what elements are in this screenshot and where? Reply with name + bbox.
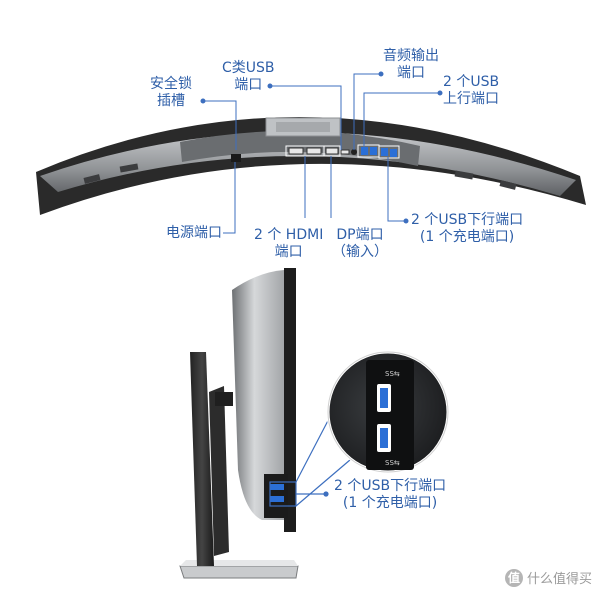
ss-logo-top: SS⇆ xyxy=(385,370,400,378)
hdmi-ports-label: 2 个 HDMI 端口 xyxy=(254,227,323,261)
label-line: (1 个充电端口) xyxy=(419,229,515,245)
label-line: 插槽 xyxy=(157,93,185,109)
usb-upstream-label: 2 个USB 上行端口 xyxy=(443,74,499,108)
monitor-side-view xyxy=(179,268,299,579)
watermark-text: 什么值得买 xyxy=(526,572,592,587)
audio-port-shape xyxy=(351,149,357,155)
usbc-port-shape xyxy=(340,149,350,155)
usb-up-port-shape xyxy=(370,147,377,155)
label-line: 端口 xyxy=(234,77,263,93)
usb-downstream-back-label: 2 个USB下行端口 (1 个充电端口) xyxy=(411,212,523,246)
label-line: 安全锁 xyxy=(150,76,192,92)
hdmi-port-shape xyxy=(288,147,304,155)
power-port-shape xyxy=(231,154,241,162)
watermark-logo-icon: 值 xyxy=(504,568,523,587)
label-line: C类USB xyxy=(222,60,275,76)
usb-up-port-shape xyxy=(361,147,368,155)
label-line: 2 个USB xyxy=(443,74,500,90)
dp-port-shape xyxy=(325,147,339,155)
leader-lines-top xyxy=(200,71,443,234)
usb-down-port-shape xyxy=(381,148,388,156)
label-line: 端口 xyxy=(397,65,425,81)
label-line: 上行端口 xyxy=(443,91,500,107)
label-line: 2 个USB下行端口 xyxy=(411,212,524,228)
label-line: 2 个 HDMI xyxy=(254,227,324,243)
security-slot-label: 安全锁 插槽 xyxy=(150,76,192,110)
curved-monitor-back xyxy=(36,116,586,215)
usb-zoom-circle: SS⇆ SS⇆ xyxy=(326,350,450,474)
label-line: 音频输出 xyxy=(383,48,439,64)
watermark: 值 什么值得买 xyxy=(504,568,592,587)
usbc-port-label: C类USB 端口 xyxy=(222,60,275,94)
hdmi-port-shape xyxy=(306,147,322,155)
label-line: 端口 xyxy=(274,244,303,260)
power-port-label: 电源端口 xyxy=(166,225,222,241)
label-line: 2 个USB下行端口 xyxy=(334,478,447,494)
audio-out-label: 音频输出 端口 xyxy=(383,48,439,82)
usb-downstream-side-label: 2 个USB下行端口 (1 个充电端口) xyxy=(334,478,446,512)
dp-port-label: DP端口 （输入） xyxy=(332,227,388,261)
label-line: (1 个充电端口) xyxy=(342,495,438,511)
label-line: （输入） xyxy=(332,244,388,260)
ss-logo-bottom: SS⇆ xyxy=(385,459,400,467)
label-line: DP端口 xyxy=(336,227,384,243)
usb-down-port-shape xyxy=(390,149,397,157)
